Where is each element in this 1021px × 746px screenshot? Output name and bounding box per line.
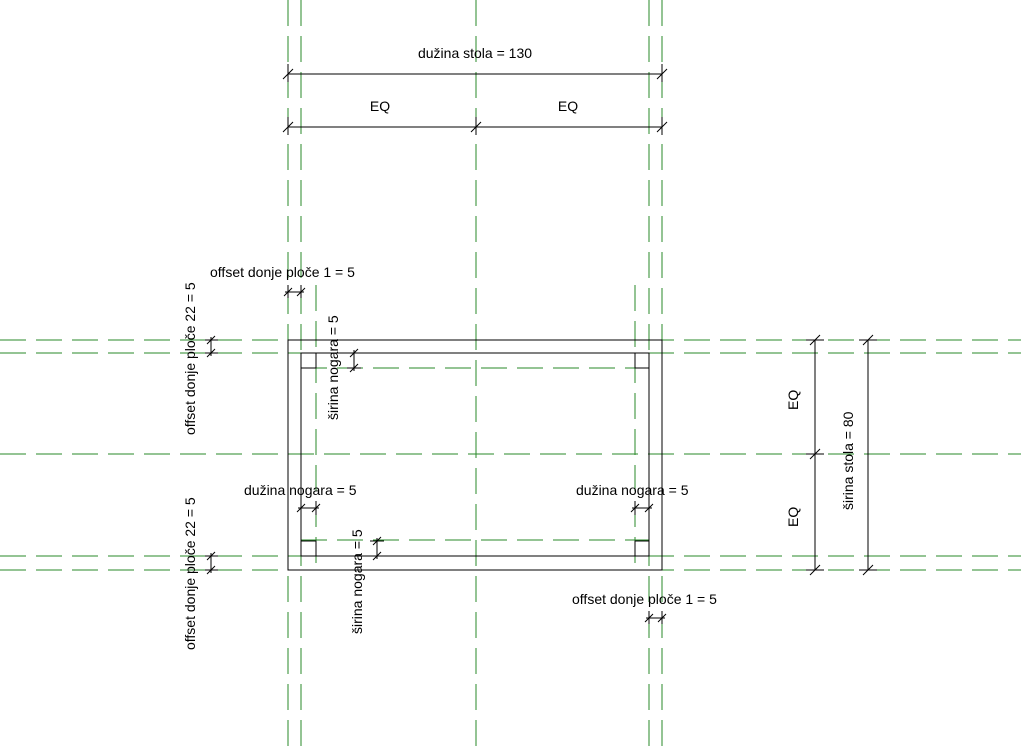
dimension-label-eq-bottom[interactable]: EQ bbox=[785, 507, 801, 527]
leg-bottom-right[interactable] bbox=[634, 540, 650, 557]
table-top-outline[interactable] bbox=[287, 339, 663, 571]
dimension-label-offset-plate-1-bottom[interactable]: offset donje ploče 1 = 5 bbox=[572, 591, 717, 607]
dimension-label-offset-plate-22-top[interactable]: offset donje ploče 22 = 5 bbox=[182, 282, 198, 435]
dimension-label-offset-plate-22-bottom[interactable]: offset donje ploče 22 = 5 bbox=[182, 497, 198, 650]
dimension-table-length[interactable]: dužina stola = 130 bbox=[282, 45, 668, 82]
dimension-offset-plate-22-top[interactable]: offset donje ploče 22 = 5 bbox=[182, 282, 218, 435]
dimension-label-offset-plate-1-top[interactable]: offset donje ploče 1 = 5 bbox=[210, 264, 355, 280]
dimension-label-table-length[interactable]: dužina stola = 130 bbox=[418, 45, 532, 61]
dimension-leg-length-right[interactable]: dužina nogara = 5 bbox=[576, 482, 689, 515]
dimension-table-width[interactable]: širina stola = 80 bbox=[840, 334, 877, 576]
dimension-label-eq-top[interactable]: EQ bbox=[785, 390, 801, 410]
dimension-label-table-width[interactable]: širina stola = 80 bbox=[840, 411, 856, 510]
dimension-eq-vertical[interactable]: EQ EQ bbox=[785, 334, 824, 576]
lower-plate-outline[interactable] bbox=[300, 352, 650, 557]
dimension-leg-length-left[interactable]: dužina nogara = 5 bbox=[244, 482, 357, 515]
vertical-reference-planes bbox=[287, 0, 663, 746]
dimension-label-leg-length-right[interactable]: dužina nogara = 5 bbox=[576, 482, 689, 498]
leg-top-left[interactable] bbox=[300, 352, 317, 369]
table-geometry[interactable] bbox=[287, 339, 663, 571]
dimension-eq-horizontal[interactable]: EQ EQ bbox=[282, 98, 668, 135]
dimension-label-leg-length-left[interactable]: dužina nogara = 5 bbox=[244, 482, 357, 498]
dimension-offset-plate-22-bottom[interactable]: offset donje ploče 22 = 5 bbox=[182, 497, 218, 650]
dimension-offset-plate-1-top[interactable]: offset donje ploče 1 = 5 bbox=[210, 264, 355, 298]
leg-top-right[interactable] bbox=[634, 352, 650, 369]
dimension-label-eq-left[interactable]: EQ bbox=[370, 98, 390, 114]
dimension-leg-width-top[interactable]: širina nogara = 5 bbox=[325, 315, 361, 420]
dimension-label-leg-width-top[interactable]: širina nogara = 5 bbox=[325, 315, 341, 420]
dimension-leg-width-bottom[interactable]: širina nogara = 5 bbox=[349, 529, 384, 634]
dimension-label-leg-width-bottom[interactable]: širina nogara = 5 bbox=[349, 529, 365, 634]
leg-bottom-left[interactable] bbox=[300, 540, 317, 557]
dimension-label-eq-right[interactable]: EQ bbox=[558, 98, 578, 114]
dimension-offset-plate-1-bottom[interactable]: offset donje ploče 1 = 5 bbox=[572, 591, 717, 624]
